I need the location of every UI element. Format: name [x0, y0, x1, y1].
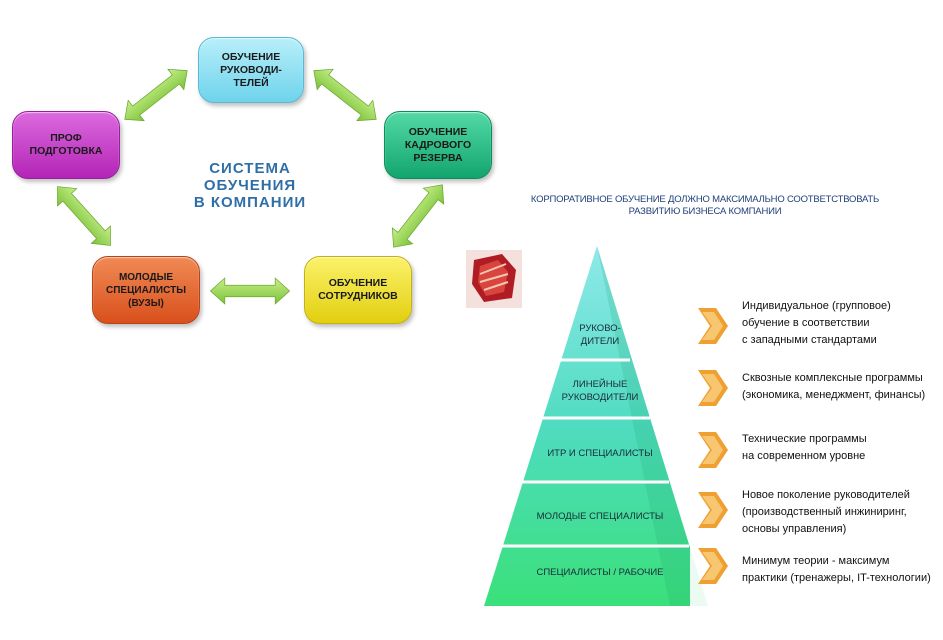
pyramid-level-4-label: МОЛОДЫЕ СПЕЦИАЛИСТЫ [536, 511, 664, 522]
pyramid-level-3-label: ИТР И СПЕЦИАЛИСТЫ [547, 448, 653, 459]
arrow-right-icon [698, 308, 728, 344]
pyramid-level-5-label: СПЕЦИАЛИСТЫ / РАБОЧИЕ [536, 567, 664, 578]
pyramid-header: КОРПОРАТИВНОЕ ОБУЧЕНИЕ ДОЛЖНО МАКСИМАЛЬН… [530, 194, 880, 217]
node-prof-training: ПРОФ ПОДГОТОВКА [12, 111, 120, 179]
arrow-right-icon [698, 548, 728, 584]
arrow-managers-reserve [305, 60, 385, 130]
pyramid-level-5-description: Минимум теории - максимум практики (трен… [742, 555, 931, 584]
pyramid-level-2-description: Сквозные комплексные программы (экономик… [742, 372, 926, 401]
arrow-right-icon [698, 432, 728, 468]
arrow-prof-managers [116, 60, 196, 130]
cycle-center-title: СИСТЕМА ОБУЧЕНИЯ В КОМПАНИИ [193, 160, 307, 211]
node-employees-training: ОБУЧЕНИЕ СОТРУДНИКОВ [304, 256, 412, 324]
pyramid-level-2-label: ЛИНЕЙНЫЕ РУКОВОДИТЕЛИ [561, 379, 639, 403]
descriptions-panel [690, 282, 943, 612]
node-employees-label: ОБУЧЕНИЕ СОТРУДНИКОВ [318, 277, 398, 302]
pyramid-level-4-description: Новое поколение руководителей (производс… [742, 489, 910, 535]
node-managers-training: ОБУЧЕНИЕ РУКОВОДИ- ТЕЛЕЙ [198, 37, 304, 103]
pyramid-level-1-label: РУКОВО- ДИТЕЛИ [579, 323, 621, 347]
pyramid-level-1-description: Индивидуальное (групповое) обучение в со… [742, 300, 891, 346]
training-pyramid [484, 246, 708, 606]
arrow-right-icon [698, 492, 728, 528]
pyramid-level-3-description: Технические программы на современном уро… [742, 433, 867, 462]
arrow-reserve-employees [383, 176, 453, 256]
node-reserve-training: ОБУЧЕНИЕ КАДРОВОГО РЕЗЕРВА [384, 111, 492, 179]
node-managers-label: ОБУЧЕНИЕ РУКОВОДИ- ТЕЛЕЙ [220, 50, 282, 89]
node-young-specialists: МОЛОДЫЕ СПЕЦИАЛИСТЫ (ВУЗЫ) [92, 256, 200, 324]
node-reserve-label: ОБУЧЕНИЕ КАДРОВОГО РЕЗЕРВА [404, 125, 472, 164]
node-prof-label: ПРОФ ПОДГОТОВКА [29, 132, 103, 157]
arrow-right-icon [698, 370, 728, 406]
decorative-scroll-icon [466, 250, 522, 308]
arrow-young-employees [210, 277, 290, 305]
arrow-prof-young [47, 177, 121, 255]
node-young-label: МОЛОДЫЕ СПЕЦИАЛИСТЫ (ВУЗЫ) [106, 271, 186, 309]
